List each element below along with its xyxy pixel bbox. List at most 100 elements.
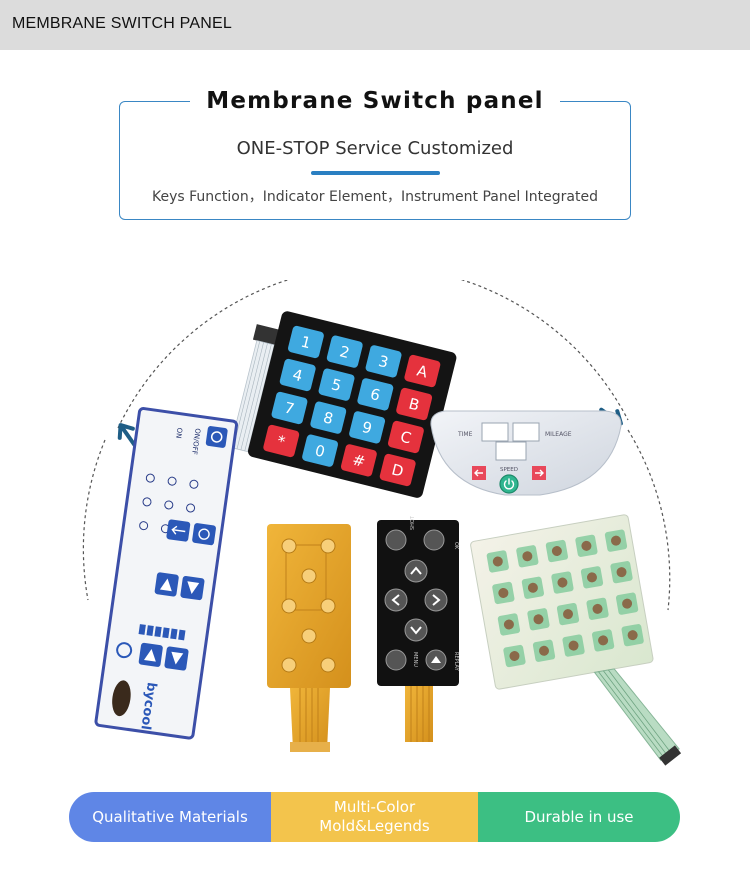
keypad-key-label: 1 xyxy=(299,333,313,353)
camera-panel-product: SHOT OK MENU REPLAY xyxy=(377,515,459,742)
keypad-key-label: 3 xyxy=(377,352,391,372)
pcb-key-dome xyxy=(610,535,621,546)
pcb-key-dome xyxy=(492,556,503,567)
keypad-key-label: 9 xyxy=(360,418,374,438)
top-bar: MEMBRANE SWITCH PANEL xyxy=(0,0,750,50)
keypad-key xyxy=(279,358,316,392)
display-window-left xyxy=(481,422,509,442)
level-bar xyxy=(138,624,186,641)
pcb-key-dome xyxy=(616,567,627,578)
display-window-right xyxy=(512,422,540,442)
ok-label: OK xyxy=(453,542,459,550)
feature-label-line1: Multi-Color xyxy=(333,798,416,816)
pcb-keys xyxy=(486,529,644,668)
pcb-key-dome xyxy=(498,587,509,598)
keypad-key xyxy=(387,420,424,454)
down-key-2-icon xyxy=(171,651,184,665)
keypad-key-label: 0 xyxy=(313,441,327,461)
on-label: ON xyxy=(174,427,183,439)
appliance-panel-product: TIME MILEAGE SPEED xyxy=(430,410,622,496)
menu-label: MENU xyxy=(412,652,418,667)
camera-key-2 xyxy=(423,529,445,551)
keypad-key-label: 2 xyxy=(338,342,352,362)
up-key-1-icon xyxy=(159,578,172,592)
power-key-icon xyxy=(210,431,223,443)
subtitle: ONE-STOP Service Customized xyxy=(236,138,514,159)
dashed-arc-left xyxy=(82,439,106,601)
pcb-key-dome xyxy=(557,577,568,588)
camera-key-right xyxy=(424,588,448,612)
keypad-key-label: C xyxy=(399,427,414,447)
pcb-key-dome xyxy=(581,540,592,551)
feature-durable: Durable in use xyxy=(478,792,680,842)
indicator-icons xyxy=(139,473,199,534)
keypad-key xyxy=(379,453,416,487)
camera-key-1 xyxy=(385,529,407,551)
pcb-key-dome xyxy=(522,551,533,562)
keypad-key-label: 4 xyxy=(291,366,305,386)
fan-key xyxy=(192,523,216,546)
camera-key-left xyxy=(384,588,408,612)
right-arrow-icon xyxy=(535,469,544,477)
feature-strip: Qualitative Materials Multi-Color Mold&L… xyxy=(69,792,680,842)
arrow-key-1-icon xyxy=(171,525,186,535)
pcb-key-dome xyxy=(598,635,609,646)
fan-icon xyxy=(116,642,133,659)
down-key-1-icon xyxy=(187,581,200,594)
left-arrow-icon xyxy=(474,469,483,477)
replay-label: REPLAY xyxy=(453,652,459,672)
page-header-title: MEMBRANE SWITCH PANEL xyxy=(12,15,232,32)
camera-up-icon xyxy=(410,566,422,575)
keypad-key xyxy=(340,444,377,477)
brand-label: bycool xyxy=(137,681,159,730)
keypad-body xyxy=(247,311,457,498)
pcb-key-dome xyxy=(539,645,550,656)
feature-qualitative-materials: Qualitative Materials xyxy=(69,792,271,842)
dashed-arc xyxy=(117,280,629,429)
flex-pads xyxy=(281,538,336,673)
pcb-key-dome xyxy=(586,572,597,583)
mileage-label: MILEAGE xyxy=(545,431,572,438)
speed-label: SPEED xyxy=(500,467,518,473)
tagline: Keys Function，Indicator Element，Instrume… xyxy=(152,189,598,205)
feature-label: Durable in use xyxy=(524,807,634,826)
keypad-key-label: D xyxy=(390,460,406,480)
flex-traces xyxy=(285,544,327,750)
shot-label: SHOT xyxy=(410,515,416,530)
keypad-key-label: 8 xyxy=(321,408,335,428)
keypad-key-label: 7 xyxy=(283,399,297,419)
flex-connector xyxy=(290,742,330,752)
pcb-key-dome xyxy=(592,603,603,614)
power-key xyxy=(205,426,228,448)
keypad-key-label: B xyxy=(407,395,421,415)
subtitle-underline xyxy=(311,171,440,175)
pcb-key-dome xyxy=(509,651,520,662)
pcb-key-dome xyxy=(622,598,633,609)
keypad-key-label: # xyxy=(350,451,367,472)
pcb-key-dome xyxy=(568,640,579,651)
pcb-key-dome xyxy=(503,619,514,630)
feature-multi-color: Multi-Color Mold&Legends xyxy=(271,792,478,842)
keypad-key xyxy=(396,387,433,421)
camera-key-up xyxy=(404,559,428,583)
heading-wrap: Membrane Switch panel xyxy=(0,88,750,114)
feature-label-line2: Mold&Legends xyxy=(319,817,430,835)
keypad-key xyxy=(404,354,441,388)
title-frame xyxy=(119,101,631,220)
brand-logo xyxy=(112,680,131,717)
camera-right-icon xyxy=(432,594,441,606)
camera-left-icon xyxy=(391,594,400,606)
keypad-key xyxy=(365,345,402,378)
arrow-left-icon xyxy=(117,423,137,447)
camera-key-down xyxy=(404,618,428,642)
keypad-key xyxy=(357,378,394,411)
keypad-key xyxy=(326,335,363,368)
fan-key-icon xyxy=(198,528,210,540)
keypad-key xyxy=(318,368,355,401)
display-window-bottom xyxy=(495,441,527,461)
pcb-key-dome xyxy=(563,609,574,620)
keypad-key xyxy=(287,325,324,359)
keypad-key-label: 5 xyxy=(330,375,344,395)
